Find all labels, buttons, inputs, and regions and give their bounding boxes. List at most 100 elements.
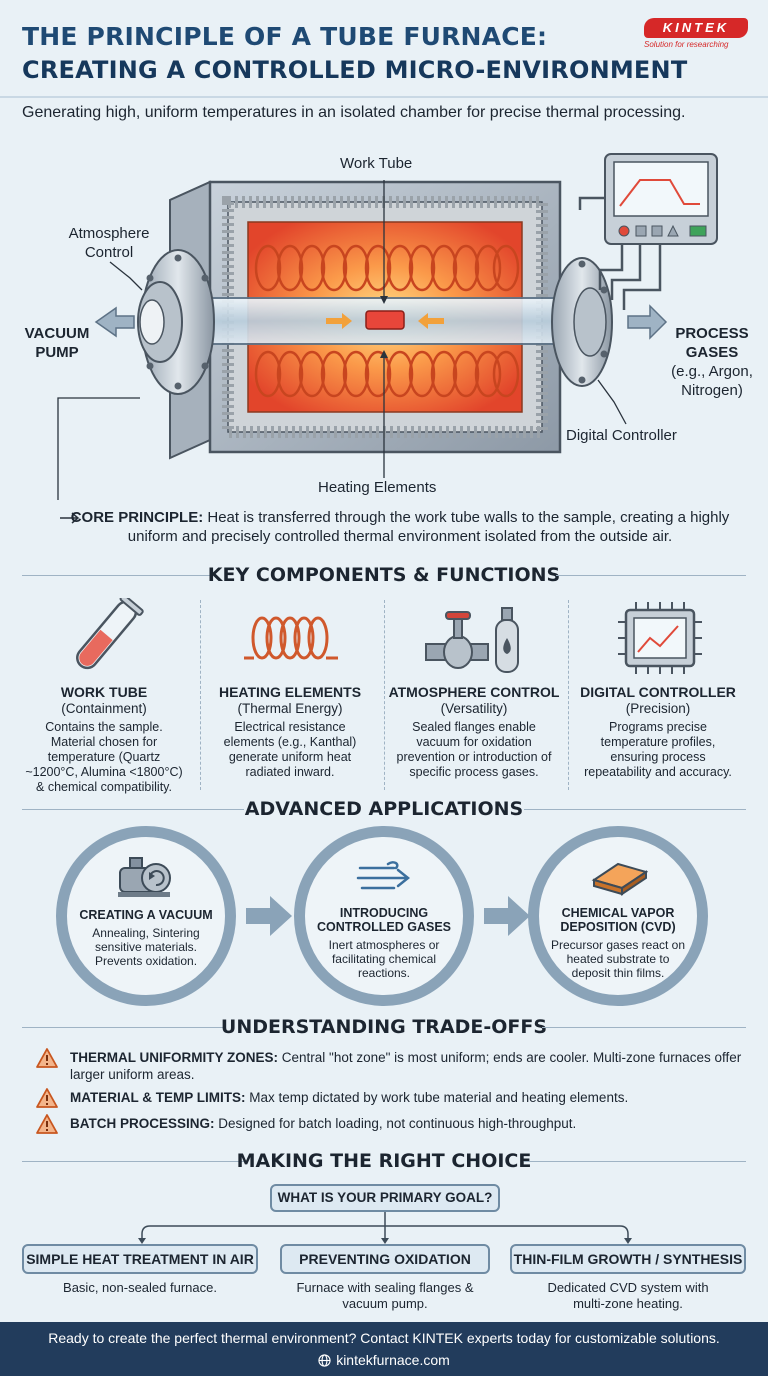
label-vacuum-pump: VACUUM PUMP (22, 324, 92, 362)
furnace-illustration (57, 153, 718, 520)
application-name: CREATING A VACUUM (79, 908, 213, 922)
flow-arrow-icon (246, 896, 292, 936)
page-title-line2: CREATING A CONTROLLED MICRO-ENVIRONMENT (22, 56, 688, 84)
component-sub: (Versatility) (440, 701, 508, 716)
header: THE PRINCIPLE OF A TUBE FURNACE: CREATIN… (0, 0, 768, 96)
core-principle-label: CORE PRINCIPLE: (70, 509, 204, 526)
heading-rule-right (524, 809, 746, 810)
tradeoff-label: MATERIAL & TEMP LIMITS: (70, 1090, 246, 1105)
globe-icon (318, 1354, 331, 1367)
heading-rule-right (542, 1027, 746, 1028)
decision-connectors (138, 1212, 632, 1244)
label-atmosphere-control: Atmosphere Control (56, 224, 162, 262)
application-gases: INTRODUCING CONTROLLED GASES Inert atmos… (294, 826, 474, 1006)
label-heating-elements: Heating Elements (318, 479, 437, 496)
label-vacuum-pump-line1: VACUUM (24, 325, 90, 342)
heading-rule-left (22, 1161, 244, 1162)
goal-question-box: WHAT IS YOUR PRIMARY GOAL? (270, 1184, 500, 1212)
logo-tagline: Solution for researching (644, 40, 729, 49)
application-vacuum: CREATING A VACUUM Annealing, Sintering s… (56, 826, 236, 1006)
choice-heading-text: MAKING THE RIGHT CHOICE (236, 1150, 532, 1172)
application-ring (528, 826, 708, 1006)
heading-rule-right (556, 575, 746, 576)
valve-cylinder-icon (425, 607, 519, 673)
choice-desc: Dedicated CVD system with multi-zone hea… (547, 1280, 709, 1311)
label-process-gases: PROCESS GASES (e.g., Argon, Nitrogen) (660, 324, 764, 400)
tradeoff-text: MATERIAL & TEMP LIMITS: Max temp dictate… (70, 1089, 746, 1106)
footer-url[interactable]: kintekfurnace.com (336, 1352, 450, 1368)
applications-heading: ADVANCED APPLICATIONS (0, 796, 768, 824)
tradeoff-desc: Central "hot zone" is most uniform; ends… (70, 1050, 742, 1082)
label-atmosphere-control-line2: Control (84, 244, 134, 261)
heading-rule-left (22, 1027, 226, 1028)
component-desc: Contains the sample. Material chosen for… (25, 720, 183, 794)
applications-heading-text: ADVANCED APPLICATIONS (244, 798, 524, 820)
application-ring (56, 826, 236, 1006)
component-work-tube: WORK TUBE (Containment) Contains the sam… (14, 596, 194, 796)
warning-icon (36, 1088, 58, 1108)
label-work-tube: Work Tube (340, 155, 413, 172)
core-arrow-icon (60, 512, 80, 524)
column-divider (384, 600, 385, 790)
tradeoffs-heading: UNDERSTANDING TRADE-OFFS (0, 1014, 768, 1042)
label-process-gases-example1: (e.g., Argon, (671, 363, 753, 380)
choice-desc: Basic, non-sealed furnace. (63, 1280, 217, 1295)
choice-option-thin-film[interactable]: THIN-FILM GROWTH / SYNTHESIS (510, 1244, 746, 1274)
component-desc: Sealed flanges enable vacuum for oxidati… (396, 720, 552, 779)
component-digital-controller: DIGITAL CONTROLLER (Precision) Programs … (568, 596, 748, 796)
substrate-icon (591, 862, 648, 896)
component-heating-elements: HEATING ELEMENTS (Thermal Energy) Electr… (200, 596, 380, 796)
component-name: WORK TUBE (60, 684, 148, 700)
vacuum-pump-icon (118, 857, 171, 897)
footer-cta: Ready to create the perfect thermal envi… (48, 1330, 720, 1346)
tradeoff-item: THERMAL UNIFORMITY ZONES: Central "hot z… (36, 1048, 746, 1082)
warning-icon (36, 1114, 58, 1134)
footer-url-line[interactable]: kintekfurnace.com (0, 1352, 768, 1368)
heading-rule-left (22, 575, 212, 576)
tradeoff-item: BATCH PROCESSING: Designed for batch loa… (36, 1114, 746, 1136)
test-tube-icon (76, 598, 144, 670)
logo-text: KINTEK (644, 18, 748, 38)
tradeoff-desc: Max temp dictated by work tube material … (245, 1090, 629, 1105)
application-name: CHEMICAL VAPOR DEPOSITION (CVD) (560, 906, 676, 934)
tradeoffs-heading-text: UNDERSTANDING TRADE-OFFS (220, 1016, 548, 1038)
furnace-diagram: Work Tube Atmosphere Control VACUUM PUMP… (0, 140, 768, 520)
coil-icon (244, 616, 338, 660)
component-desc: Electrical resistance elements (e.g., Ka… (223, 720, 357, 779)
label-process-gases-example2: Nitrogen) (681, 382, 743, 399)
component-atmosphere-control: ATMOSPHERE CONTROL (Versatility) Sealed … (384, 596, 564, 796)
label-process-gases-line2: GASES (685, 344, 739, 361)
heading-rule-right (524, 1161, 746, 1162)
column-divider (568, 600, 569, 790)
application-desc: Annealing, Sintering sensitive materials… (92, 926, 200, 968)
tradeoff-desc: Designed for batch loading, not continuo… (214, 1116, 577, 1131)
tradeoff-label: BATCH PROCESSING: (70, 1116, 215, 1131)
core-principle: CORE PRINCIPLE: Heat is transferred thro… (60, 508, 740, 546)
choice-option-oxidation[interactable]: PREVENTING OXIDATION (280, 1244, 490, 1274)
label-digital-controller: Digital Controller (566, 427, 677, 444)
heading-rule-left (22, 809, 244, 810)
components-heading: KEY COMPONENTS & FUNCTIONS (0, 562, 768, 590)
application-cvd: CHEMICAL VAPOR DEPOSITION (CVD) Precurso… (528, 826, 708, 1006)
header-divider (0, 96, 768, 98)
choice-option-air[interactable]: SIMPLE HEAT TREATMENT IN AIR (22, 1244, 258, 1274)
label-process-gases-line1: PROCESS (675, 325, 749, 342)
gas-flow-icon (356, 861, 411, 890)
tradeoff-text: BATCH PROCESSING: Designed for batch loa… (70, 1115, 746, 1132)
component-desc: Programs precise temperature profiles, e… (584, 720, 732, 779)
choice-heading: MAKING THE RIGHT CHOICE (0, 1148, 768, 1176)
application-desc: Precursor gases react on heated substrat… (550, 938, 686, 980)
component-name: ATMOSPHERE CONTROL (388, 684, 560, 700)
flow-arrow-icon (484, 896, 530, 936)
tradeoff-text: THERMAL UNIFORMITY ZONES: Central "hot z… (70, 1049, 746, 1083)
component-sub: (Containment) (61, 701, 147, 716)
kintek-logo[interactable]: KINTEK Solution for researching (640, 18, 752, 52)
label-atmosphere-control-line1: Atmosphere (68, 225, 150, 242)
application-desc: Inert atmospheres or facilitating chemic… (328, 938, 440, 980)
tradeoff-item: MATERIAL & TEMP LIMITS: Max temp dictate… (36, 1088, 746, 1110)
component-sub: (Precision) (625, 701, 691, 716)
warning-icon (36, 1048, 58, 1068)
footer: Ready to create the perfect thermal envi… (0, 1322, 768, 1376)
core-principle-text: Heat is transferred through the work tub… (127, 509, 730, 545)
subtitle: Generating high, uniform temperatures in… (22, 104, 686, 121)
